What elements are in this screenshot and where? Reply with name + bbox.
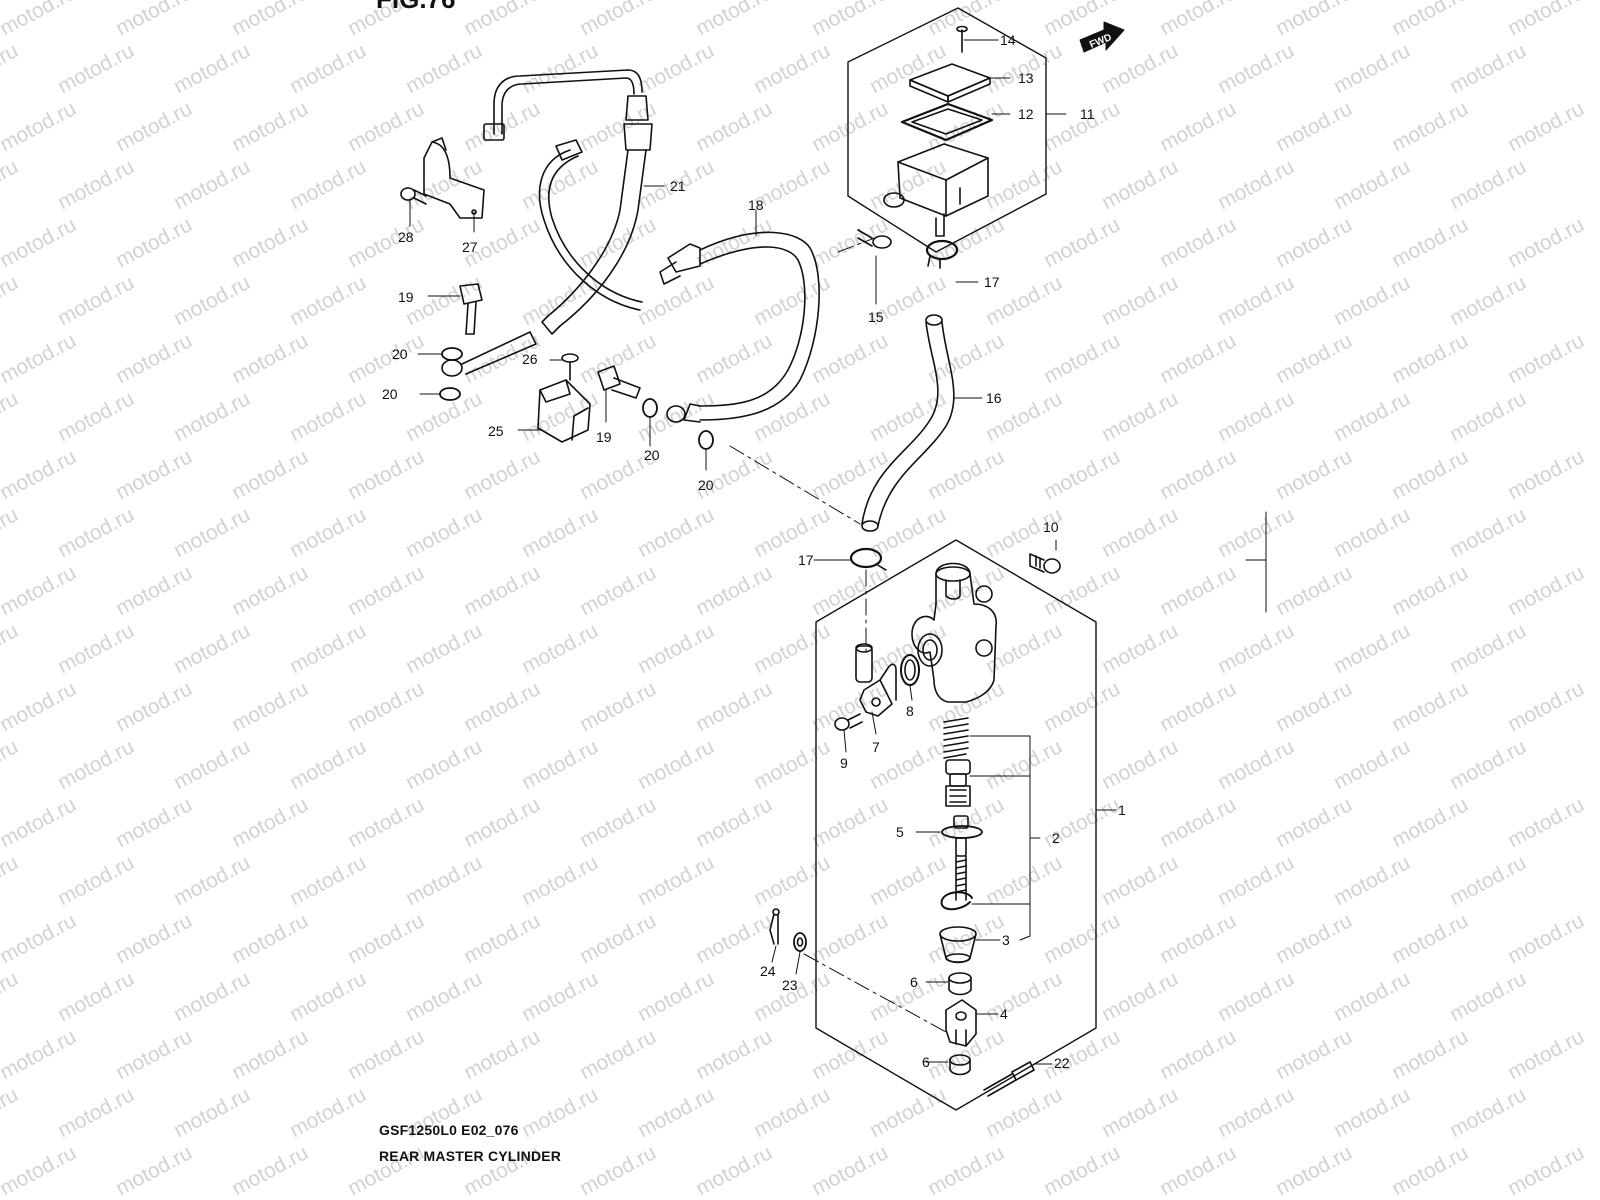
callout-1: 1 — [1118, 802, 1126, 818]
piston-spring — [943, 717, 969, 759]
callout-20d: 20 — [698, 477, 714, 493]
figure-name: REAR MASTER CYLINDER — [379, 1148, 562, 1164]
inlet-o-ring — [900, 654, 920, 686]
callout-6b: 6 — [922, 1054, 930, 1070]
callout-27: 27 — [462, 239, 478, 255]
callout-19a: 19 — [398, 289, 414, 305]
callout-20b: 20 — [382, 386, 398, 402]
dust-boot — [939, 926, 977, 964]
reservoir-cap — [909, 63, 991, 103]
hose-clamp-upper — [925, 239, 959, 269]
piston-cup-kit — [945, 759, 971, 807]
callout-6a: 6 — [910, 974, 918, 990]
callout-18: 18 — [748, 197, 764, 213]
callout-7: 7 — [872, 739, 880, 755]
callout-11: 11 — [1080, 106, 1095, 122]
crush-washer-right — [698, 430, 714, 450]
brake-hose — [659, 231, 820, 423]
cotter-pin — [769, 908, 780, 945]
callout-14: 14 — [1000, 32, 1016, 48]
callout-4: 4 — [1000, 1006, 1008, 1022]
hose-clamp-lower — [849, 547, 887, 571]
reservoir-diaphragm — [900, 102, 994, 142]
callout-8: 8 — [906, 703, 914, 719]
brake-pipe — [483, 69, 653, 335]
clevis — [945, 999, 977, 1047]
inlet-screw — [834, 713, 863, 731]
clevis-washer — [793, 932, 807, 952]
union-bolt-lower — [597, 365, 641, 399]
guide-screw — [561, 353, 579, 381]
pushrod-seat — [941, 815, 983, 857]
forward-direction-arrow: FWD — [1079, 21, 1125, 53]
mounting-bolt — [1029, 553, 1061, 574]
callout-28: 28 — [398, 229, 414, 245]
bracket-bolt — [400, 187, 427, 205]
callout-25: 25 — [488, 423, 504, 439]
callout-20c: 20 — [644, 447, 660, 463]
hose-bracket — [423, 137, 485, 219]
callout-12: 12 — [1018, 106, 1034, 122]
callout-17b: 17 — [798, 552, 814, 568]
leader-lines — [409, 39, 1117, 1065]
figure-title: FIG.76 — [376, 0, 455, 15]
callout-21: 21 — [670, 178, 686, 194]
callout-2: 2 — [1052, 830, 1060, 846]
clevis-pin — [983, 1061, 1035, 1097]
reservoir-group-box — [847, 7, 1047, 253]
callout-19b: 19 — [596, 429, 612, 445]
banjo-fitting-upper — [441, 331, 537, 377]
crush-washer-upper — [441, 347, 463, 361]
crush-washer-lower — [439, 387, 461, 401]
lock-nut-lower — [949, 1054, 971, 1076]
callout-26: 26 — [522, 351, 538, 367]
callout-3: 3 — [1002, 932, 1010, 948]
callout-13: 13 — [1018, 70, 1034, 86]
reservoir-bolt — [857, 229, 892, 249]
reservoir-body — [883, 143, 989, 237]
callout-5: 5 — [896, 824, 904, 840]
callout-labels: 1 2 3 4 5 6 6 7 8 9 10 11 12 13 14 15 16… — [382, 32, 1126, 1071]
callout-22: 22 — [1054, 1055, 1070, 1071]
inlet-fitting — [855, 643, 897, 717]
assembly-guide-lines — [729, 235, 947, 1033]
crush-washer-mid — [642, 398, 658, 418]
callout-17a: 17 — [984, 274, 1000, 290]
reservoir-hose — [861, 314, 955, 532]
callout-10: 10 — [1043, 519, 1059, 535]
union-bolt-upper — [459, 283, 483, 335]
snap-ring — [940, 891, 973, 911]
callout-20a: 20 — [392, 346, 408, 362]
callout-23: 23 — [782, 977, 798, 993]
master-cylinder-group-box — [815, 539, 1097, 1111]
hose-guide-clip — [537, 379, 591, 443]
lock-nut-upper — [948, 972, 972, 996]
callout-24: 24 — [760, 963, 776, 979]
callout-16: 16 — [986, 390, 1002, 406]
figure-code: GSF1250L0 E02_076 — [379, 1122, 519, 1138]
callout-15: 15 — [868, 309, 884, 325]
reservoir-cap-screw — [956, 25, 968, 53]
master-cylinder-body — [911, 562, 998, 703]
callout-9: 9 — [840, 755, 848, 771]
